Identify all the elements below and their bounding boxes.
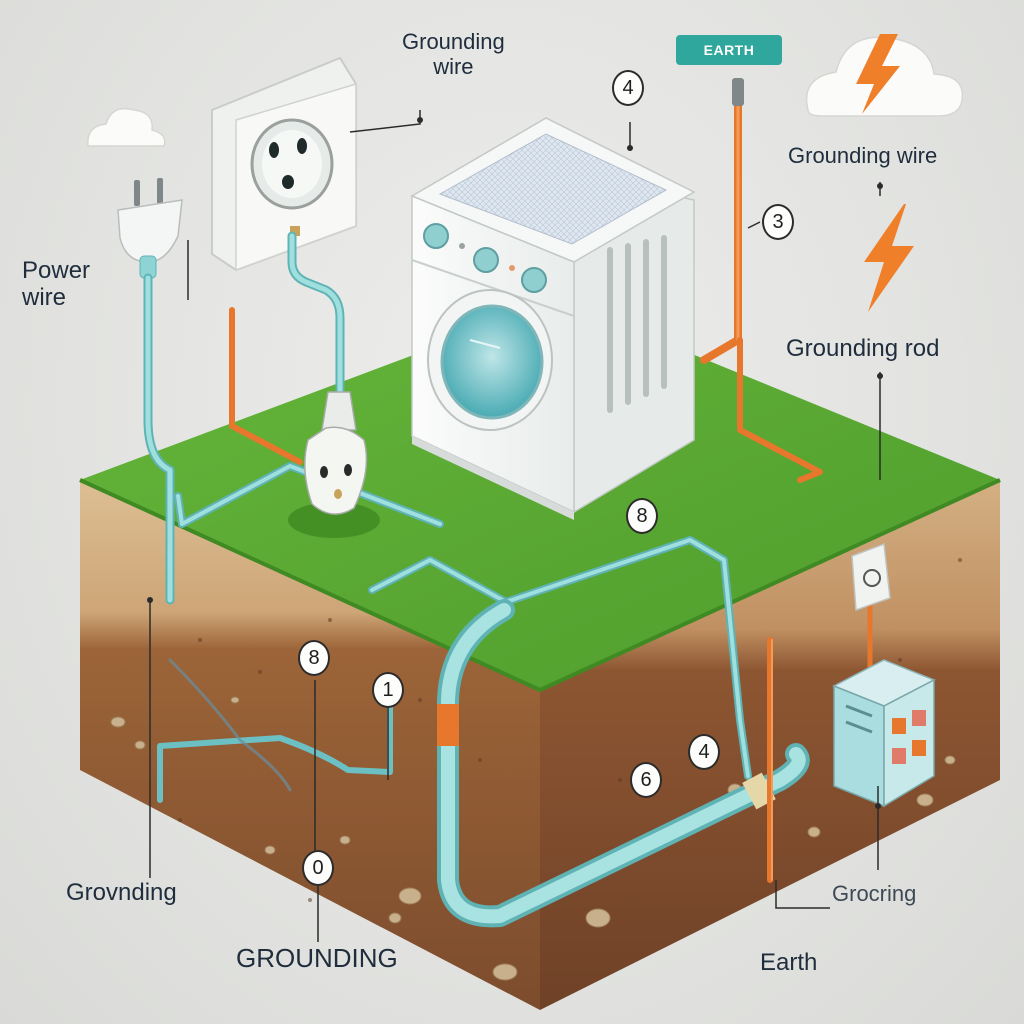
- junction-box-icon: [832, 659, 936, 808]
- plug-icon: [117, 178, 183, 279]
- label-grounding-wire-right: Grounding wire: [788, 143, 938, 168]
- label-grounding-wire-top: Grounding wire: [402, 29, 505, 79]
- earth-tag: EARTH: [676, 35, 782, 65]
- badge-4-top: 4: [612, 70, 644, 106]
- outlet-icon: [851, 542, 891, 612]
- plug-icon: [288, 391, 380, 538]
- cloud-icon: [87, 107, 166, 147]
- badge-1: 1: [372, 672, 404, 708]
- earth-rod-wire: [700, 96, 742, 364]
- label-grocnring: Grocring: [832, 881, 917, 906]
- washing-machine-icon: [410, 117, 696, 520]
- badge-0: 0: [302, 850, 334, 886]
- label-grounding-bottom: GROUNDING: [236, 943, 398, 973]
- soil-left-face: [80, 480, 540, 1010]
- outlet-icon: [211, 56, 357, 272]
- label-grounding-rod: Grounding rod: [786, 335, 940, 362]
- label-earth: Earth: [760, 949, 818, 976]
- label-grovnding: Grovnding: [66, 879, 177, 906]
- badge-8: 8: [298, 640, 330, 676]
- badge-6: 6: [630, 762, 662, 798]
- badge-4-ground: 4: [688, 734, 720, 770]
- lightning-icon: [864, 204, 914, 312]
- badge-8-mid: 8: [626, 498, 658, 534]
- lightning-icon: [856, 34, 900, 114]
- badge-3: 3: [762, 204, 794, 240]
- leader-lines: [149, 110, 881, 942]
- wires: [143, 78, 873, 928]
- pebbles: [110, 696, 956, 981]
- label-power-wire: Power wire: [22, 257, 91, 311]
